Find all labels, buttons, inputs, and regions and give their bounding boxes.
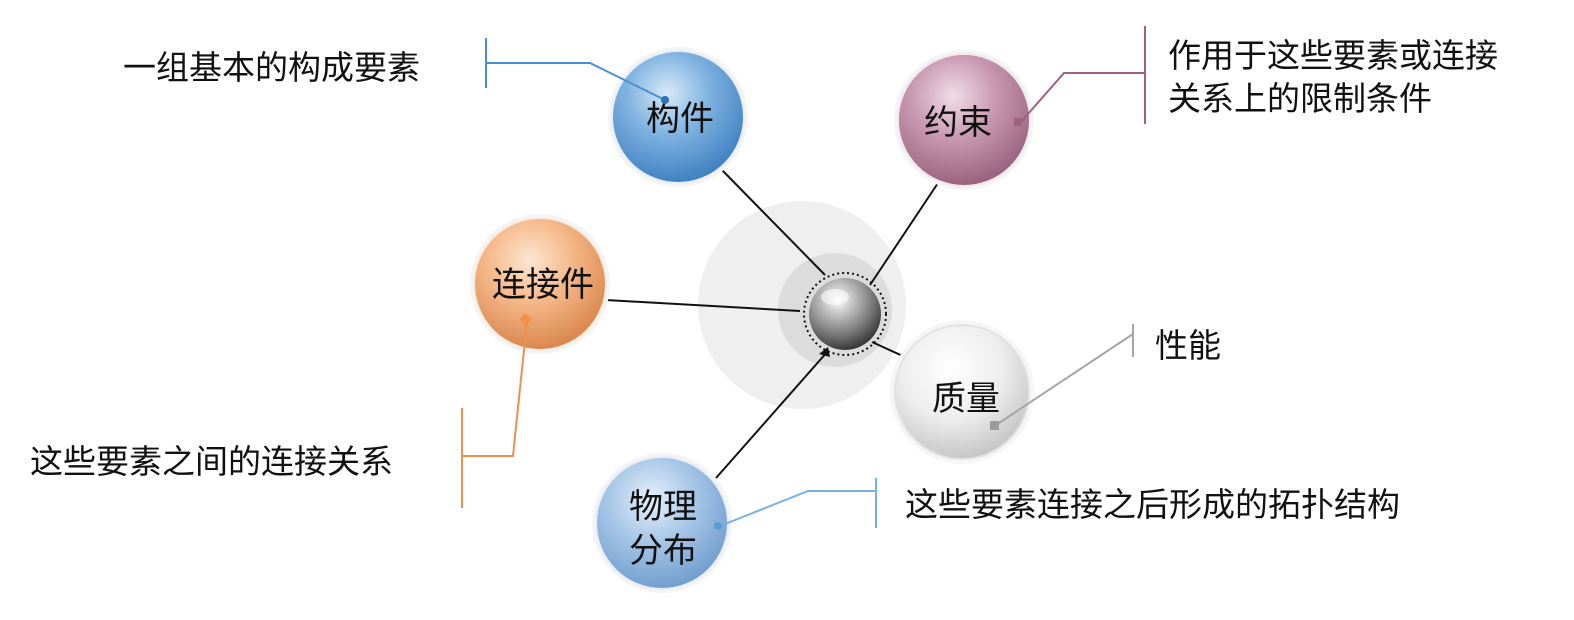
desc-constraints-line1: 作用于这些要素或连接 xyxy=(1168,36,1498,75)
line-physical xyxy=(715,350,829,479)
callout-connectors xyxy=(461,320,528,508)
node-connectors: 连接件 xyxy=(470,214,610,354)
callout-constraints-dot xyxy=(1014,118,1022,126)
line-constraints xyxy=(869,182,939,286)
callout-quality-dot xyxy=(990,421,999,430)
node-physical-label-line2: 分布 xyxy=(629,531,697,571)
callout-constraints xyxy=(1019,26,1146,124)
node-quality: 质量 xyxy=(890,320,1034,464)
callout-components-dot xyxy=(661,96,669,104)
arrow-head xyxy=(819,347,830,357)
node-constraints-label: 约束 xyxy=(924,103,992,143)
callout-quality xyxy=(995,324,1134,426)
center-sphere-highlight xyxy=(821,289,849,305)
node-components-label: 构件 xyxy=(646,99,714,139)
line-components xyxy=(721,169,826,276)
callout-components xyxy=(485,38,666,101)
node-connectors-label: 连接件 xyxy=(492,265,594,305)
desc-quality: 性能 xyxy=(1155,326,1221,365)
callout-physical-dot xyxy=(714,522,722,530)
node-physical: 物理 分布 xyxy=(592,453,732,593)
node-constraints: 约束 xyxy=(894,50,1034,190)
line-connectors xyxy=(605,299,801,312)
desc-components: 一组基本的构成要素 xyxy=(123,48,420,87)
line-quality xyxy=(871,341,906,358)
callout-physical xyxy=(719,478,877,528)
node-physical-label-line1: 物理 xyxy=(629,487,697,527)
center-sphere-ring xyxy=(803,272,887,356)
desc-constraints-line2: 关系上的限制条件 xyxy=(1168,79,1432,118)
center-sphere xyxy=(809,278,881,350)
node-quality-label: 质量 xyxy=(932,379,1000,419)
desc-physical: 这些要素连接之后形成的拓扑结构 xyxy=(905,485,1400,524)
connector-lines xyxy=(605,169,939,479)
node-components: 构件 xyxy=(608,47,748,187)
desc-connectors: 这些要素之间的连接关系 xyxy=(30,442,393,481)
